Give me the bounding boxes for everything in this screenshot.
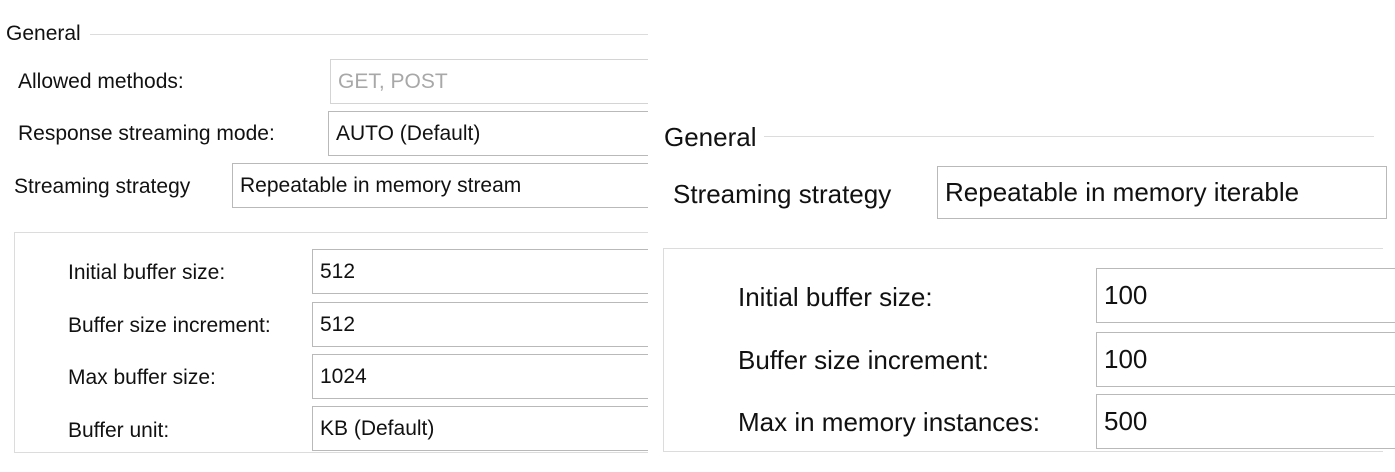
streaming-strategy-select[interactable]: Repeatable in memory stream — [232, 163, 648, 208]
initial-buffer-size-input[interactable]: 512 — [312, 249, 648, 294]
buffer-size-increment-input[interactable]: 100 — [1096, 332, 1395, 387]
section-divider — [90, 34, 648, 35]
buffer-size-increment-label: Buffer size increment: — [738, 345, 989, 375]
max-buffer-size-label: Max buffer size: — [68, 366, 216, 389]
left-settings-panel: General Allowed methods: GET, POST Respo… — [0, 0, 648, 472]
section-divider — [764, 136, 1374, 137]
max-in-memory-instances-label: Max in memory instances: — [738, 407, 1040, 437]
section-title: General — [664, 122, 757, 152]
right-settings-panel: General Streaming strategy Repeatable in… — [648, 0, 1395, 472]
buffer-size-increment-label: Buffer size increment: — [68, 314, 271, 337]
max-in-memory-instances-input[interactable]: 500 — [1096, 394, 1395, 449]
buffer-unit-label: Buffer unit: — [68, 419, 170, 442]
streaming-strategy-label: Streaming strategy — [673, 179, 892, 209]
buffer-size-increment-input[interactable]: 512 — [312, 302, 648, 347]
strategy-options-group — [14, 232, 648, 453]
initial-buffer-size-label: Initial buffer size: — [738, 282, 933, 312]
streaming-strategy-label: Streaming strategy — [14, 175, 191, 198]
allowed-methods-label: Allowed methods: — [18, 70, 184, 93]
strategy-options-group — [663, 248, 1383, 452]
max-buffer-size-input[interactable]: 1024 — [312, 354, 648, 399]
initial-buffer-size-input[interactable]: 100 — [1096, 268, 1395, 323]
response-streaming-mode-select[interactable]: AUTO (Default) — [328, 111, 648, 156]
response-streaming-mode-label: Response streaming mode: — [18, 122, 275, 145]
section-title: General — [6, 22, 81, 45]
initial-buffer-size-label: Initial buffer size: — [68, 261, 226, 284]
allowed-methods-input[interactable]: GET, POST — [330, 59, 648, 104]
streaming-strategy-select[interactable]: Repeatable in memory iterable — [937, 166, 1387, 219]
buffer-unit-select[interactable]: KB (Default) — [312, 406, 648, 451]
